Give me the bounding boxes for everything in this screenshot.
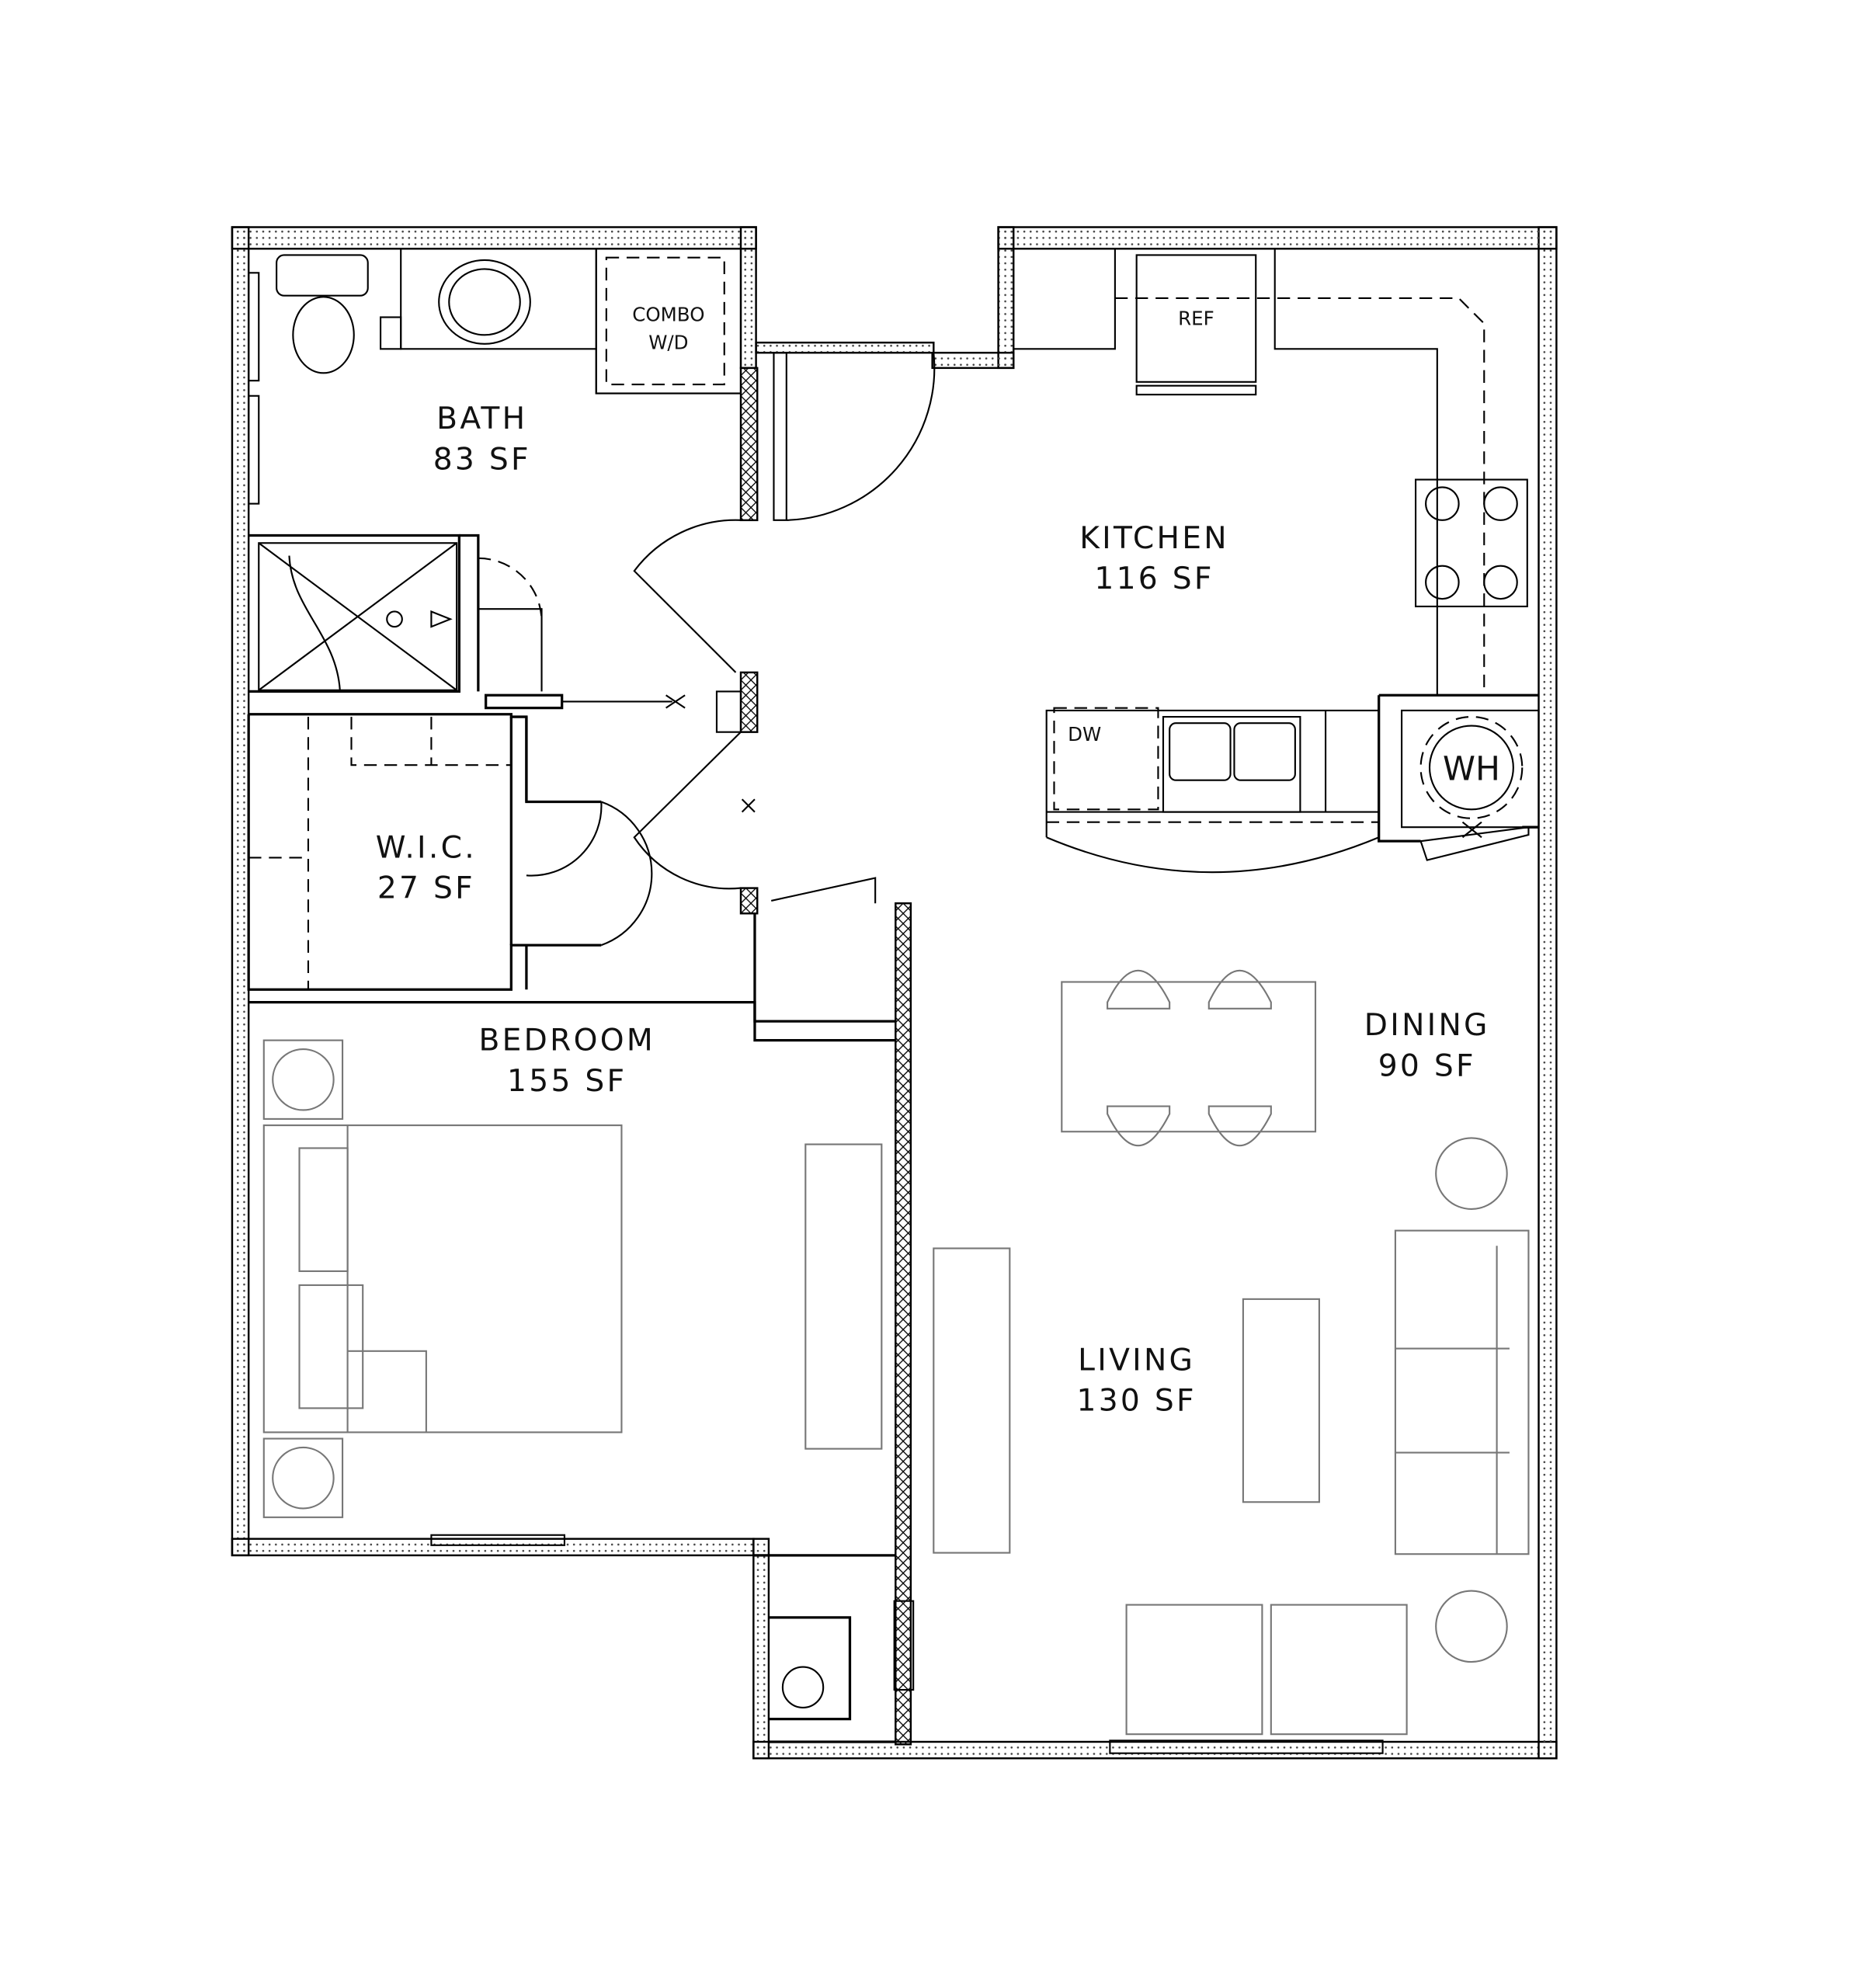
water-heater: [1401, 709, 1540, 829]
range: [1414, 478, 1528, 608]
windows: [248, 272, 1384, 1754]
wic-label: W.I.C.: [376, 830, 477, 865]
bath-area: 83 SF: [433, 443, 531, 478]
washer-dryer: [595, 248, 742, 394]
closet-fixtures: [248, 717, 512, 990]
refrigerator: [1135, 254, 1257, 383]
living-area: 130 SF: [1077, 1384, 1197, 1419]
exterior-walls: [231, 226, 1558, 1760]
kitchen-label: KITCHEN: [1079, 521, 1229, 556]
washer-dryer-label-2: W/D: [648, 331, 688, 353]
doors: [478, 352, 1530, 947]
dining-area: 90 SF: [1378, 1048, 1476, 1083]
bath-label: BATH: [436, 401, 527, 436]
kitchen-area: 116 SF: [1094, 561, 1214, 596]
dining-label: DINING: [1364, 1008, 1490, 1043]
room-labels: BATH 83 SF KITCHEN 116 SF W.I.C. 27 SF B…: [376, 303, 1500, 1418]
bed: [262, 1124, 623, 1434]
living-label: LIVING: [1078, 1343, 1195, 1378]
water-heater-label: WH: [1443, 751, 1500, 789]
bedroom-label: BEDROOM: [478, 1024, 655, 1058]
shower: [258, 542, 458, 691]
dishwasher-label: DW: [1068, 723, 1101, 746]
washer-dryer-label: COMBO: [632, 303, 704, 325]
bathroom-fixtures: [258, 248, 742, 691]
refrigerator-label: REF: [1178, 307, 1214, 329]
furniture: [262, 969, 1530, 1736]
sink-icon: [438, 259, 531, 345]
kitchen-fixtures: [1013, 248, 1540, 874]
dishwasher: [1053, 707, 1159, 811]
bedroom-area: 155 SF: [507, 1064, 627, 1099]
wic-area: 27 SF: [377, 871, 475, 906]
kitchen-sink: [1162, 716, 1301, 813]
